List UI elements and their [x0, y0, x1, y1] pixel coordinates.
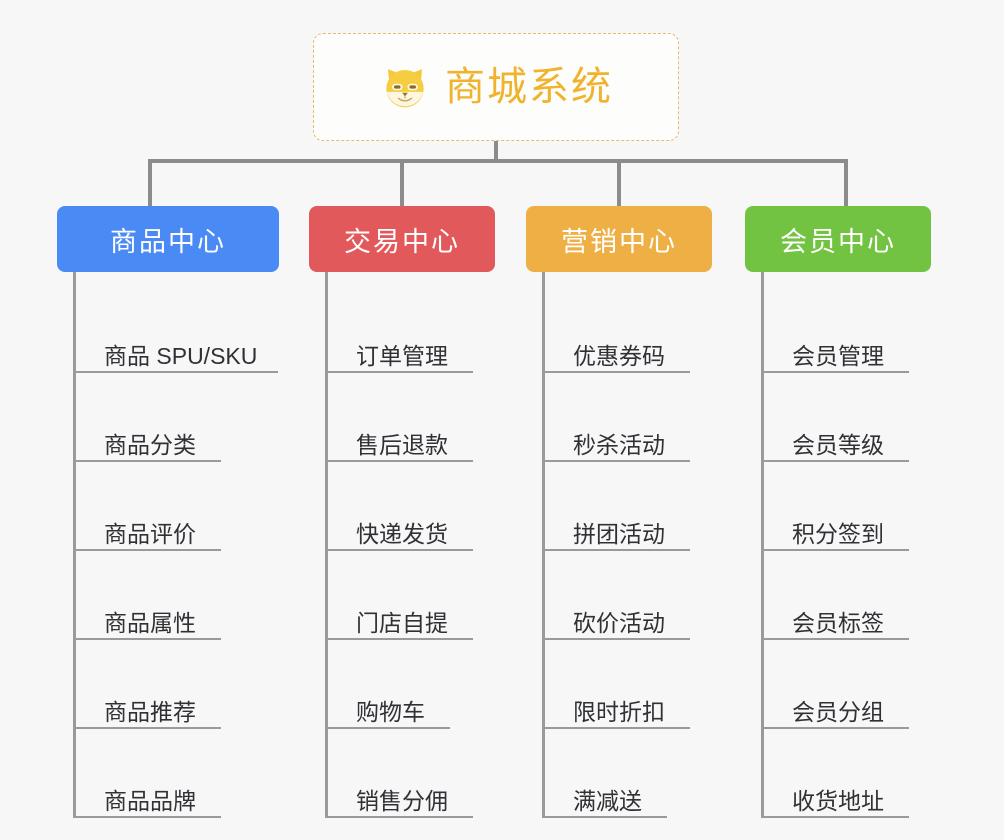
leaf-underline [325, 549, 473, 551]
connector-horizontal-bus [148, 159, 848, 163]
leaf-underline [761, 816, 909, 818]
leaf-item[interactable]: 商品推荐 [73, 640, 279, 729]
branch-column-3: 营销中心 优惠券码 秒杀活动 拼团活动 砍价活动 限时折扣 满减送 [526, 206, 712, 818]
leaf-label: 砍价活动 [573, 610, 665, 636]
leaf-item[interactable]: 会员等级 [761, 373, 931, 462]
leaf-label: 购物车 [356, 699, 425, 725]
branch-spine-3: 优惠券码 秒杀活动 拼团活动 砍价活动 限时折扣 满减送 [542, 272, 712, 818]
leaf-underline [73, 549, 221, 551]
leaf-item[interactable]: 销售分佣 [325, 729, 495, 818]
leaf-item[interactable]: 收货地址 [761, 729, 931, 818]
leaf-label: 会员标签 [792, 610, 884, 636]
leaf-underline [73, 816, 221, 818]
branch-spine-1: 商品 SPU/SKU 商品分类 商品评价 商品属性 商品推荐 商品品牌 [73, 272, 279, 818]
leaf-label: 商品推荐 [104, 699, 196, 725]
leaf-item[interactable]: 门店自提 [325, 551, 495, 640]
leaf-underline [325, 460, 473, 462]
leaf-item[interactable]: 售后退款 [325, 373, 495, 462]
leaf-item[interactable]: 会员管理 [761, 284, 931, 373]
leaf-underline [325, 727, 450, 729]
leaf-label: 会员分组 [792, 699, 884, 725]
leaf-item[interactable]: 商品评价 [73, 462, 279, 551]
leaf-label: 收货地址 [792, 788, 884, 814]
leaf-underline [761, 371, 909, 373]
branch-header-1[interactable]: 商品中心 [57, 206, 279, 272]
leaf-item[interactable]: 限时折扣 [542, 640, 712, 729]
leaf-label: 商品分类 [104, 432, 196, 458]
leaf-label: 商品品牌 [104, 788, 196, 814]
leaf-underline [542, 638, 690, 640]
leaf-item[interactable]: 订单管理 [325, 284, 495, 373]
leaf-underline [542, 371, 690, 373]
leaf-label: 拼团活动 [573, 521, 665, 547]
leaf-underline [761, 727, 909, 729]
leaf-label: 会员管理 [792, 343, 884, 369]
connector-drop-1 [148, 159, 152, 207]
branch-header-2[interactable]: 交易中心 [309, 206, 495, 272]
branch-spine-2: 订单管理 售后退款 快递发货 门店自提 购物车 销售分佣 [325, 272, 495, 818]
leaf-label: 订单管理 [356, 343, 448, 369]
leaf-label: 秒杀活动 [573, 432, 665, 458]
leaf-underline [73, 638, 221, 640]
leaf-item[interactable]: 优惠券码 [542, 284, 712, 373]
leaf-label: 售后退款 [356, 432, 448, 458]
leaf-item[interactable]: 商品属性 [73, 551, 279, 640]
leaf-underline [542, 549, 690, 551]
branch-column-1: 商品中心 商品 SPU/SKU 商品分类 商品评价 商品属性 商品推荐 商品品牌 [57, 206, 279, 818]
leaf-underline [73, 460, 221, 462]
leaf-item[interactable]: 秒杀活动 [542, 373, 712, 462]
leaf-item[interactable]: 会员标签 [761, 551, 931, 640]
leaf-label: 会员等级 [792, 432, 884, 458]
branch-header-4[interactable]: 会员中心 [745, 206, 931, 272]
leaf-underline [73, 727, 221, 729]
shiba-dog-face-icon [379, 61, 431, 113]
leaf-item[interactable]: 会员分组 [761, 640, 931, 729]
leaf-underline [325, 371, 473, 373]
leaf-label: 满减送 [573, 788, 642, 814]
leaf-underline [761, 638, 909, 640]
leaf-item[interactable]: 商品分类 [73, 373, 279, 462]
leaf-label: 商品评价 [104, 521, 196, 547]
leaf-item[interactable]: 满减送 [542, 729, 712, 818]
leaf-label: 商品属性 [104, 610, 196, 636]
branch-spine-4: 会员管理 会员等级 积分签到 会员标签 会员分组 收货地址 [761, 272, 931, 818]
connector-drop-2 [400, 159, 404, 207]
leaf-underline [542, 727, 690, 729]
leaf-label: 销售分佣 [356, 788, 448, 814]
leaf-underline [325, 638, 473, 640]
leaf-item[interactable]: 购物车 [325, 640, 495, 729]
leaf-item[interactable]: 商品品牌 [73, 729, 279, 818]
leaf-label: 积分签到 [792, 521, 884, 547]
leaf-underline [761, 460, 909, 462]
branch-header-3[interactable]: 营销中心 [526, 206, 712, 272]
leaf-item[interactable]: 商品 SPU/SKU [73, 284, 279, 373]
branch-column-2: 交易中心 订单管理 售后退款 快递发货 门店自提 购物车 销售分佣 [309, 206, 495, 818]
branch-column-4: 会员中心 会员管理 会员等级 积分签到 会员标签 会员分组 收货地址 [745, 206, 931, 818]
connector-drop-4 [844, 159, 848, 207]
leaf-label: 限时折扣 [573, 699, 665, 725]
leaf-underline [73, 371, 278, 373]
root-node[interactable]: 商城系统 [313, 33, 679, 141]
leaf-item[interactable]: 砍价活动 [542, 551, 712, 640]
leaf-underline [761, 549, 909, 551]
leaf-label: 优惠券码 [573, 343, 665, 369]
leaf-item[interactable]: 快递发货 [325, 462, 495, 551]
leaf-label: 门店自提 [356, 610, 448, 636]
root-title: 商城系统 [445, 65, 613, 109]
connector-drop-3 [617, 159, 621, 207]
leaf-underline [542, 816, 667, 818]
leaf-item[interactable]: 积分签到 [761, 462, 931, 551]
leaf-underline [325, 816, 473, 818]
leaf-label: 快递发货 [356, 521, 448, 547]
leaf-item[interactable]: 拼团活动 [542, 462, 712, 551]
leaf-label: 商品 SPU/SKU [104, 343, 258, 369]
connector-root-stem [494, 141, 498, 163]
leaf-underline [542, 460, 690, 462]
